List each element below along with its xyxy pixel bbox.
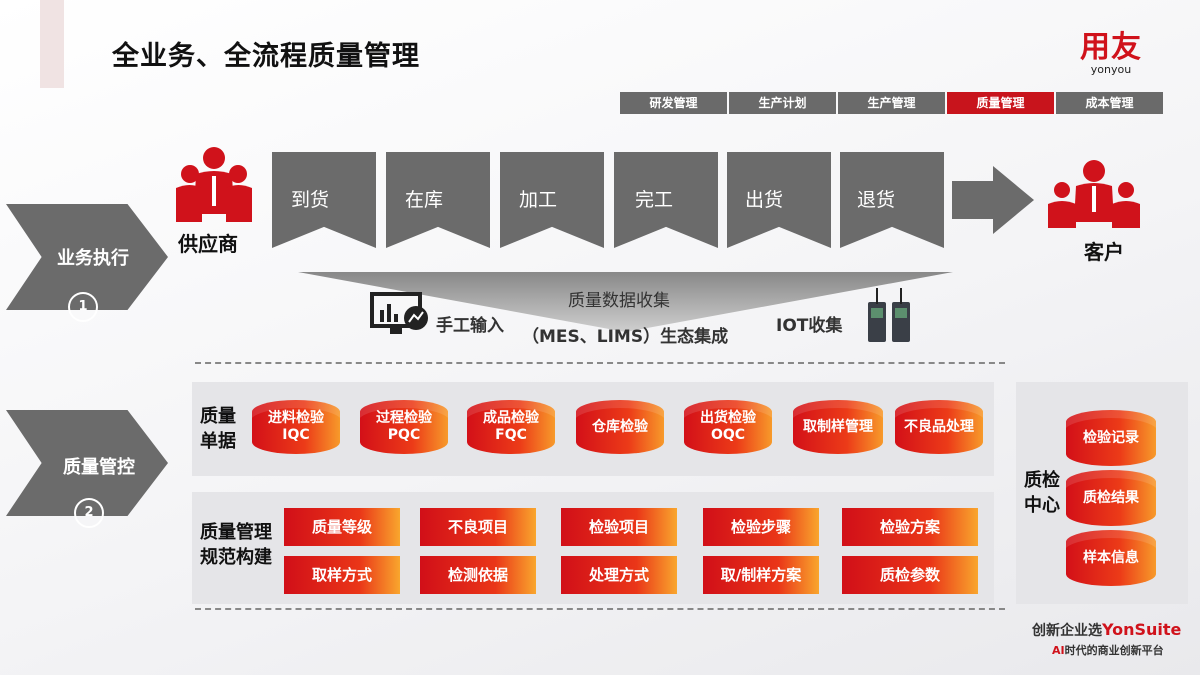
monitor-chart-icon <box>370 292 428 334</box>
spec-test-basis[interactable]: 检测依据 <box>420 556 536 594</box>
quality-docs-label-line2: 单据 <box>200 431 236 452</box>
spec-inspection-plan[interactable]: 检验方案 <box>842 508 978 546</box>
tab-quality-mgmt[interactable]: 质量管理 <box>947 92 1054 114</box>
spec-inspection-steps[interactable]: 检验步骤 <box>703 508 819 546</box>
section1-number: 1 <box>68 292 98 322</box>
doc-fqc[interactable]: 成品检验 FQC <box>467 400 555 454</box>
quality-spec-label-line2: 规范构建 <box>200 547 272 568</box>
center-sample-info[interactable]: 样本信息 <box>1066 530 1156 586</box>
footer-tagline: AI时代的商业创新平台 <box>1052 642 1164 658</box>
doc-defect-handling[interactable]: 不良品处理 <box>895 400 983 454</box>
footer-ai: AI <box>1052 644 1065 657</box>
divider-bottom <box>195 608 1005 610</box>
doc-defect-line1: 不良品处理 <box>904 418 974 435</box>
flow-step-ship-label: 出货 <box>744 189 783 211</box>
flow-step-stock-label: 在库 <box>404 189 443 211</box>
quality-spec-label-line1: 质量管理 <box>200 522 272 543</box>
spec-sampling-plan[interactable]: 取/制样方案 <box>703 556 819 594</box>
footer-brand: 创新企业选YonSuite <box>1032 620 1181 640</box>
page-title: 全业务、全流程质量管理 <box>112 41 420 72</box>
supplier-label: 供应商 <box>178 232 238 256</box>
doc-warehouse-line1: 仓库检验 <box>592 418 648 435</box>
footer-brand-name: YonSuite <box>1102 620 1182 639</box>
spec-handling-method[interactable]: 处理方式 <box>561 556 677 594</box>
doc-sampling-mgmt[interactable]: 取制样管理 <box>793 400 883 454</box>
doc-pqc-line1: 过程检验 <box>376 410 432 426</box>
doc-oqc-line1: 出货检验 <box>700 410 756 426</box>
spec-qc-params[interactable]: 质检参数 <box>842 556 978 594</box>
doc-iqc[interactable]: 进料检验 IQC <box>252 400 340 454</box>
footer-tagline-text: 时代的商业创新平台 <box>1064 644 1164 657</box>
flow-step-complete-label: 完工 <box>634 189 673 211</box>
ecosystem-integration-label: （MES、LIMS）生态集成 <box>522 327 729 347</box>
qc-center-label-line2: 中心 <box>1024 495 1060 516</box>
flow-step-process-label: 加工 <box>518 189 557 211</box>
section2-number: 2 <box>74 498 104 528</box>
customer-label: 客户 <box>1084 240 1124 264</box>
center-inspection-records[interactable]: 检验记录 <box>1066 410 1156 466</box>
spec-sampling-method[interactable]: 取样方式 <box>284 556 400 594</box>
spec-defect-items[interactable]: 不良项目 <box>420 508 536 546</box>
iot-collect-label: IOT收集 <box>776 316 843 336</box>
doc-pqc[interactable]: 过程检验 PQC <box>360 400 448 454</box>
accent-bar <box>40 0 64 88</box>
collection-title: 质量数据收集 <box>568 291 670 311</box>
manual-input-label: 手工输入 <box>436 316 504 336</box>
tab-cost-mgmt[interactable]: 成本管理 <box>1056 92 1163 114</box>
customer-group-icon <box>1048 160 1140 228</box>
iot-device-icon <box>868 288 910 342</box>
supplier-group-icon <box>176 147 252 222</box>
section2-label: 质量管控 <box>63 457 135 478</box>
brand-logo: 用友 yonyou <box>1076 32 1146 76</box>
logo-subtext: yonyou <box>1090 63 1132 76</box>
section1-label: 业务执行 <box>57 248 129 269</box>
doc-iqc-line2: IQC <box>282 427 310 443</box>
doc-fqc-line2: FQC <box>495 427 527 443</box>
tab-production-plan[interactable]: 生产计划 <box>729 92 836 114</box>
doc-pqc-line2: PQC <box>387 427 421 443</box>
doc-fqc-line1: 成品检验 <box>483 410 539 426</box>
center-qc-results[interactable]: 质检结果 <box>1066 470 1156 526</box>
flow-arrow-head <box>952 166 1034 234</box>
doc-oqc[interactable]: 出货检验 OQC <box>684 400 772 454</box>
logo-text: 用友 <box>1080 30 1142 65</box>
divider-top <box>195 362 1005 364</box>
quality-docs-label-line1: 质量 <box>200 406 236 427</box>
spec-inspection-items[interactable]: 检验项目 <box>561 508 677 546</box>
nav-tabs: 研发管理 生产计划 生产管理 质量管理 成本管理 <box>620 92 1165 114</box>
quality-docs-label: 质量 单据 <box>200 404 236 454</box>
footer-prefix: 创新企业选 <box>1032 623 1102 639</box>
qc-center-label-line1: 质检 <box>1024 470 1060 491</box>
doc-warehouse-inspection[interactable]: 仓库检验 <box>576 400 664 454</box>
quality-spec-label: 质量管理 规范构建 <box>200 520 272 570</box>
tab-production-mgmt[interactable]: 生产管理 <box>838 92 945 114</box>
qc-center-label: 质检 中心 <box>1024 468 1060 518</box>
doc-oqc-line2: OQC <box>710 427 746 443</box>
doc-iqc-line1: 进料检验 <box>268 410 324 426</box>
doc-sampling-line1: 取制样管理 <box>803 418 873 435</box>
tab-rd[interactable]: 研发管理 <box>620 92 727 114</box>
flow-step-arrival-label: 到货 <box>290 189 329 211</box>
flow-step-return-label: 退货 <box>856 189 895 211</box>
spec-quality-grade[interactable]: 质量等级 <box>284 508 400 546</box>
